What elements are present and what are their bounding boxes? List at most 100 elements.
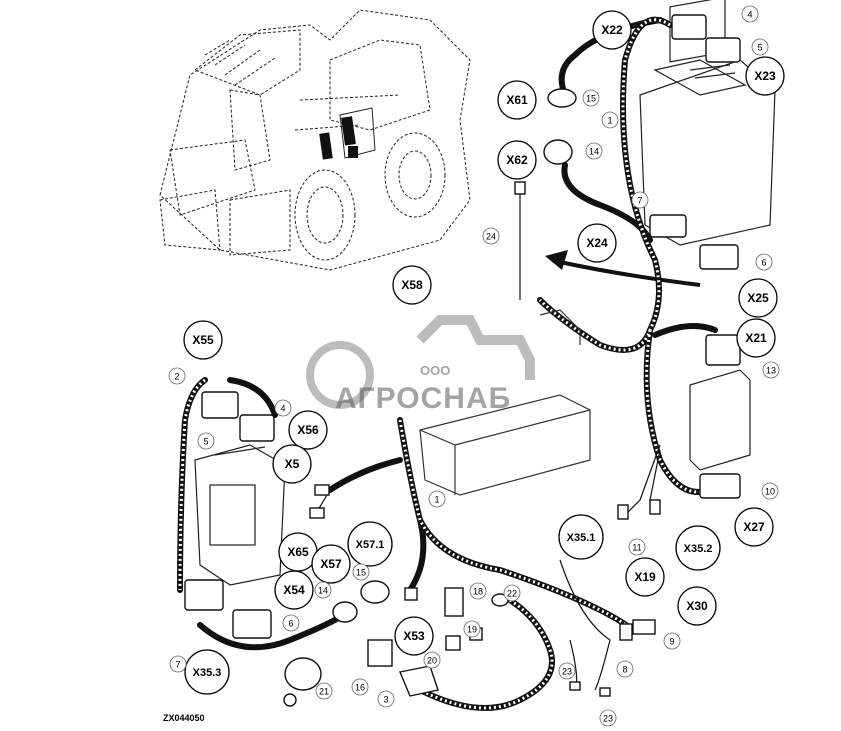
callout-circle bbox=[736, 318, 776, 358]
callout-circle bbox=[288, 410, 328, 450]
part-number: 8 bbox=[622, 665, 627, 675]
harvester-illustration bbox=[159, 9, 471, 271]
part-number: 14 bbox=[318, 586, 328, 596]
connector-label: X23 bbox=[754, 69, 776, 83]
part-number: 10 bbox=[765, 487, 775, 497]
part-number: 4 bbox=[747, 10, 752, 20]
connector-label: X30 bbox=[686, 599, 708, 613]
callout-circle bbox=[392, 265, 432, 305]
part-number: 13 bbox=[766, 366, 776, 376]
part-number-circle bbox=[282, 614, 300, 632]
callout-circle bbox=[738, 278, 778, 318]
part-number: 7 bbox=[175, 660, 180, 670]
callout-circle bbox=[183, 320, 223, 360]
part-number-circle bbox=[755, 253, 773, 271]
connector-callouts: X22X23X61X62X24X25X58X55X56X21X5X65X57X5… bbox=[183, 10, 785, 695]
part-number: 9 bbox=[669, 637, 674, 647]
connector-label: X58 bbox=[401, 278, 423, 292]
watermark-prefix: ООО bbox=[420, 363, 451, 378]
control-unit bbox=[194, 444, 286, 586]
part-number: 1 bbox=[607, 116, 612, 126]
part-number-circle bbox=[585, 142, 603, 160]
part-number-circle bbox=[601, 111, 619, 129]
part-number-circle bbox=[558, 662, 576, 680]
control-unit bbox=[689, 369, 751, 471]
part-number-circle bbox=[599, 709, 617, 727]
connector-label: X54 bbox=[283, 583, 305, 597]
connector-label: X57 bbox=[320, 557, 342, 571]
part-number: 1 bbox=[434, 495, 439, 505]
callout-circle bbox=[592, 10, 632, 50]
connector-label: X56 bbox=[297, 423, 319, 437]
part-number-circle bbox=[169, 655, 187, 673]
part-number: 5 bbox=[757, 43, 762, 53]
part-number: 18 bbox=[473, 587, 483, 597]
part-number: 6 bbox=[288, 619, 293, 629]
callout-circle bbox=[272, 444, 312, 484]
figure-id: ZX044050 bbox=[163, 713, 205, 723]
callout-circle bbox=[184, 649, 230, 695]
connector-label: X35.2 bbox=[684, 543, 713, 555]
part-number-circle bbox=[423, 651, 441, 669]
connector-label: X53 bbox=[403, 629, 425, 643]
part-number-circle bbox=[503, 584, 521, 602]
connector-label: X25 bbox=[747, 291, 769, 305]
part-number-circle bbox=[628, 538, 646, 556]
part-number-circle bbox=[631, 191, 649, 209]
part-number: 21 bbox=[319, 687, 329, 697]
watermark-brand: АГРОСНАБ bbox=[335, 382, 512, 415]
callout-circle bbox=[577, 223, 617, 263]
control-unit bbox=[639, 0, 776, 246]
part-number: 16 bbox=[355, 683, 365, 693]
connector-label: X62 bbox=[506, 153, 528, 167]
connector-label: X5 bbox=[285, 457, 300, 471]
part-number: 15 bbox=[586, 94, 596, 104]
part-number: 6 bbox=[761, 258, 766, 268]
logo-gear bbox=[306, 315, 535, 409]
part-number: 15 bbox=[356, 568, 366, 578]
connector-label: X55 bbox=[192, 333, 214, 347]
callout-circle bbox=[675, 525, 721, 571]
part-number: 4 bbox=[280, 404, 285, 414]
part-number-circle bbox=[762, 361, 780, 379]
part-number: 20 bbox=[427, 656, 437, 666]
part-number: 24 bbox=[486, 232, 496, 242]
part-number-circle bbox=[377, 690, 395, 708]
connector-label: X22 bbox=[601, 23, 623, 37]
callout-circle bbox=[394, 616, 434, 656]
pointer-arrow bbox=[545, 250, 701, 287]
connector-label: X24 bbox=[586, 236, 608, 250]
part-number: 5 bbox=[203, 437, 208, 447]
connector-label: X35.1 bbox=[567, 532, 596, 544]
part-number: 22 bbox=[507, 589, 517, 599]
part-number-circle bbox=[428, 490, 446, 508]
connector-label: X65 bbox=[287, 545, 309, 559]
part-number: 2 bbox=[174, 372, 179, 382]
connector-label: X57.1 bbox=[356, 539, 385, 551]
part-number-circle bbox=[197, 432, 215, 450]
part-number-circle bbox=[351, 678, 369, 696]
part-number: 23 bbox=[603, 714, 613, 724]
part-number-circle bbox=[314, 581, 332, 599]
part-number-circle bbox=[761, 482, 779, 500]
callout-circle bbox=[625, 557, 665, 597]
part-number-circle bbox=[352, 563, 370, 581]
callout-circle bbox=[497, 140, 537, 180]
part-number-circle bbox=[751, 38, 769, 56]
connector-plug bbox=[184, 14, 741, 707]
connector-label: X35.3 bbox=[193, 667, 222, 679]
part-number: 23 bbox=[562, 667, 572, 677]
part-number: 7 bbox=[637, 196, 642, 206]
callout-circle bbox=[311, 544, 351, 584]
part-number-circle bbox=[582, 89, 600, 107]
connector-label: X27 bbox=[743, 520, 765, 534]
connector-label: X21 bbox=[745, 331, 767, 345]
callout-circle bbox=[734, 507, 774, 547]
part-number-circle bbox=[469, 582, 487, 600]
part-number-circle bbox=[168, 367, 186, 385]
part-number: 14 bbox=[589, 147, 599, 157]
part-number-circle bbox=[741, 5, 759, 23]
part-number-circle bbox=[663, 632, 681, 650]
